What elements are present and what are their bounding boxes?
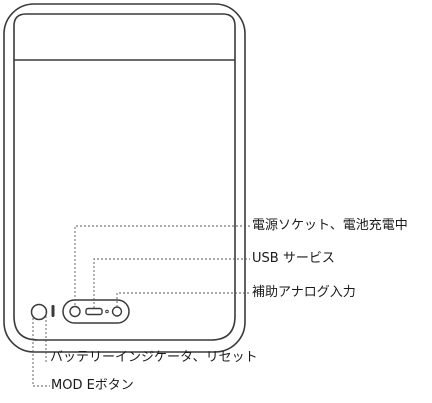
mode-button-shape <box>30 303 48 321</box>
aux-input-shape <box>111 306 123 317</box>
power-socket-shape <box>69 305 81 318</box>
label-power-socket: 電源ソケット、電池充電中 <box>252 218 408 233</box>
port-plate <box>62 299 130 324</box>
label-usb-service: USB サービス <box>252 251 335 266</box>
battery-indicator-slot <box>51 305 55 317</box>
usb-port-shape <box>85 307 103 316</box>
device-inner-outline <box>13 13 236 341</box>
port-indicator-dot <box>105 309 109 314</box>
label-aux-input: 補助アナログ入力 <box>252 285 356 300</box>
leader-aux-input <box>116 292 250 307</box>
device-outer-frame <box>3 3 246 353</box>
label-mode-button: MOD Eボタン <box>51 378 134 393</box>
leader-mode-button <box>32 318 50 387</box>
leader-usb-service <box>93 258 250 308</box>
label-battery-indicator: バッテリーインジケータ、リセット <box>50 350 258 365</box>
